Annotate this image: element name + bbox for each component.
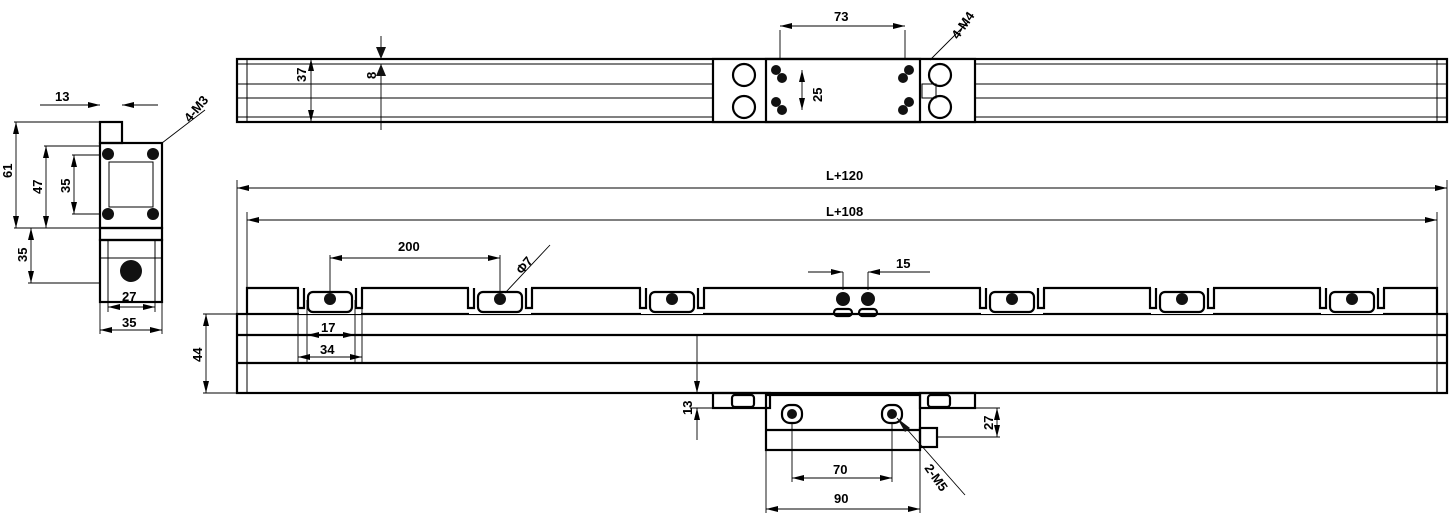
dim-200: 200 (398, 239, 420, 254)
side-view: L+120 L+108 200 Φ7 15 17 (190, 168, 1449, 513)
dim-70: 70 (833, 462, 847, 477)
end-view: 13 4-M3 61 47 35 35 27 35 (0, 89, 211, 334)
mounting-slots (296, 286, 1386, 318)
dim-47: 47 (30, 180, 45, 194)
dim-25: 25 (810, 88, 825, 102)
dim-15: 15 (896, 256, 910, 271)
dim-61: 61 (0, 164, 15, 178)
dim-27: 27 (122, 289, 136, 304)
dim-35-width: 35 (122, 315, 136, 330)
dim-13-carriage: 13 (680, 401, 695, 415)
dim-35-lower: 35 (15, 248, 30, 262)
dim-34: 34 (320, 342, 335, 357)
dim-27-carriage: 27 (981, 416, 996, 430)
dim-90: 90 (834, 491, 848, 506)
top-view: 73 4-M4 25 37 8 (235, 8, 1449, 130)
dim-35-inner: 35 (58, 179, 73, 193)
dim-44: 44 (190, 347, 205, 362)
thread-label-2-m5: 2-M5 (922, 461, 951, 494)
overall-length: L+120 (826, 168, 863, 183)
dim-8: 8 (364, 72, 379, 79)
dim-37: 37 (294, 68, 309, 82)
dim-13: 13 (55, 89, 69, 104)
hole-diameter: Φ7 (513, 254, 536, 277)
thread-label-4-m3: 4-M3 (181, 93, 212, 125)
dim-73: 73 (834, 9, 848, 24)
thread-label-4-m4: 4-M4 (948, 8, 978, 41)
mount-length: L+108 (826, 204, 863, 219)
dim-17: 17 (321, 320, 335, 335)
